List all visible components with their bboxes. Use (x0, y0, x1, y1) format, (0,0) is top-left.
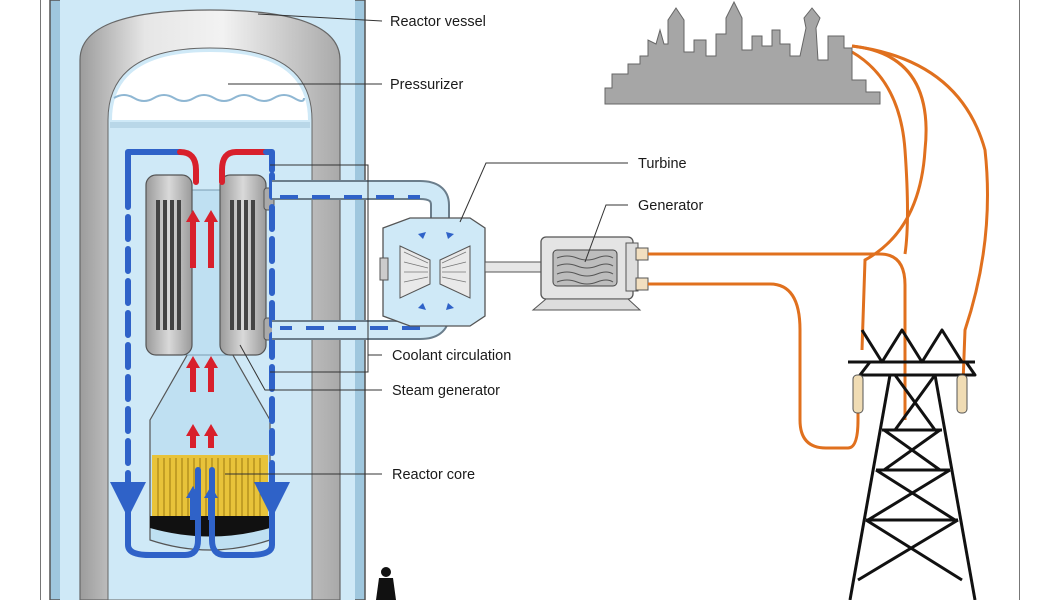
hot-flow-arrows (186, 210, 218, 448)
generator-icon (484, 236, 649, 311)
labels: Reactor vessel Pressurizer Turbine Gener… (390, 14, 703, 483)
power-cables (648, 44, 989, 450)
steam-generator-left (145, 174, 193, 356)
leader-lines (225, 13, 628, 475)
label-generator: Generator (638, 198, 703, 214)
label-steam-generator: Steam generator (392, 383, 500, 399)
label-reactor-vessel: Reactor vessel (390, 14, 486, 30)
transmission-tower-icon (848, 328, 977, 600)
city-skyline-icon (604, 0, 881, 105)
label-coolant-circulation: Coolant circulation (392, 348, 511, 364)
insulators (852, 374, 968, 414)
label-pressurizer: Pressurizer (390, 77, 463, 93)
person-icon (376, 567, 396, 600)
steam-generator-right (219, 174, 275, 356)
label-turbine: Turbine (638, 156, 687, 172)
turbine-icon (379, 217, 486, 327)
label-reactor-core: Reactor core (392, 467, 475, 483)
diagram-frame (40, 0, 1020, 600)
cool-flow-core-arrows (186, 486, 218, 520)
